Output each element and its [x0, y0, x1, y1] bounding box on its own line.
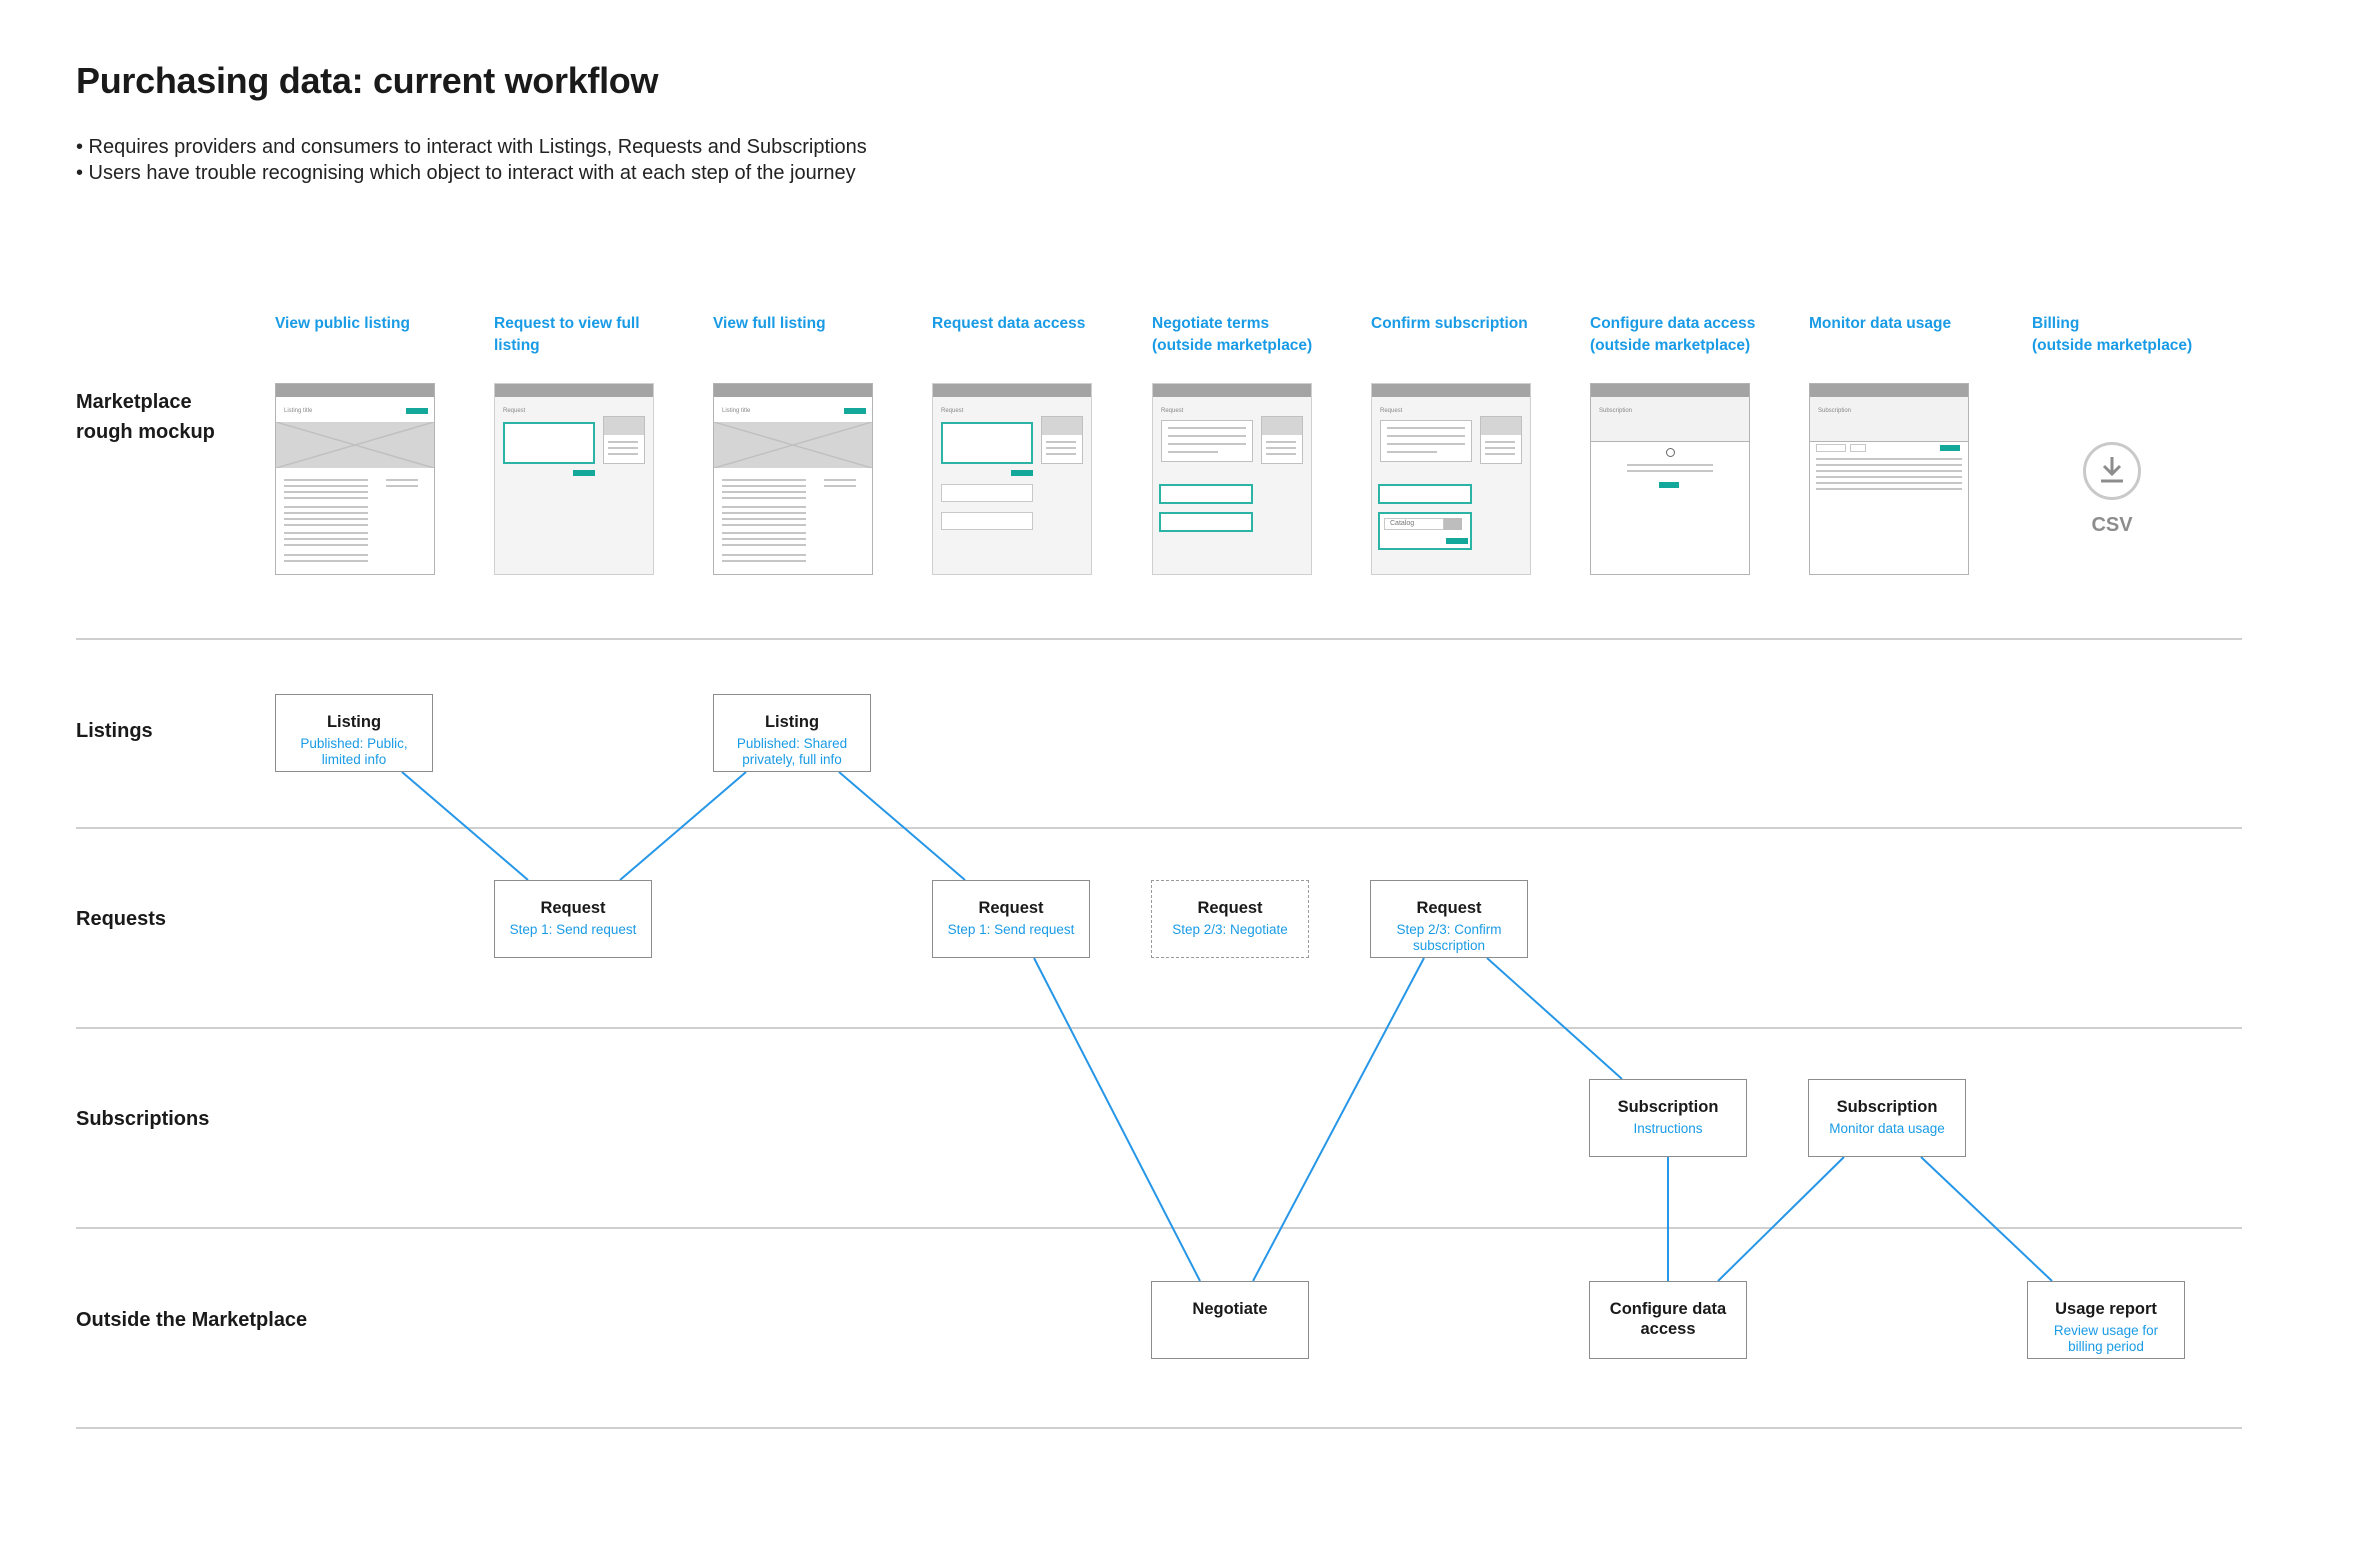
- download-circle: [2083, 442, 2141, 500]
- bullet-item: • Requires providers and consumers to in…: [76, 136, 867, 158]
- mockup-button: [1011, 470, 1033, 476]
- mockup-textbox: [503, 422, 595, 464]
- step-configure-data-access: Configure data access(outside marketplac…: [1590, 315, 1756, 354]
- info-icon: [1666, 448, 1675, 457]
- row-label-subscriptions: Subscriptions: [76, 1108, 210, 1130]
- mockup-label: Listing title: [722, 408, 751, 414]
- step-monitor-data-usage: Monitor data usage: [1809, 315, 1952, 332]
- mockup-button: [1940, 445, 1960, 451]
- mockup-negotiate-terms: Request: [1152, 383, 1312, 575]
- request-negotiate-node: Request Step 2/3: Negotiate: [1151, 880, 1309, 958]
- image-placeholder-icon: [714, 422, 872, 468]
- mockup-label: Request: [1380, 408, 1403, 414]
- mockup-label: Catalog: [1390, 520, 1415, 527]
- connector-line: [1252, 957, 1425, 1282]
- mockup-button: [1659, 482, 1679, 488]
- connector-line: [401, 771, 529, 881]
- mockup-textbox: [1159, 484, 1253, 504]
- mockup-button: [573, 470, 595, 476]
- request-confirm-node: Request Step 2/3: Confirm subscription: [1370, 880, 1528, 958]
- connector-line: [1920, 1156, 2053, 1282]
- step-negotiate-terms: Negotiate terms(outside marketplace): [1152, 315, 1313, 354]
- mockup-header-bar: [1372, 384, 1530, 397]
- request-send-node: Request Step 1: Send request: [932, 880, 1090, 958]
- mockup-confirm-subscription: Request Catalog: [1371, 383, 1531, 575]
- csv-label: CSV: [2091, 514, 2133, 536]
- listing-shared-node: Listing Published: Shared privately, ful…: [713, 694, 871, 772]
- mockup-field: [941, 512, 1033, 530]
- step-view-public-listing: View public listing: [275, 315, 410, 332]
- mockup-monitor-data-usage: Subscription: [1809, 383, 1969, 575]
- connector-line: [1486, 957, 1623, 1080]
- page-title: Purchasing data: current workflow: [76, 60, 659, 101]
- mockup-label: Request: [1161, 408, 1184, 414]
- listing-public-node: Listing Published: Public, limited info: [275, 694, 433, 772]
- bullet-item: • Users have trouble recognising which o…: [76, 162, 856, 184]
- mockup-label: Subscription: [1818, 408, 1852, 414]
- bullet-list: • Requires providers and consumers to in…: [76, 134, 867, 186]
- row-divider: [76, 1427, 2242, 1429]
- row-label-listings: Listings: [76, 720, 153, 742]
- request-send-node: Request Step 1: Send request: [494, 880, 652, 958]
- mockup-label: Subscription: [1599, 408, 1633, 414]
- image-placeholder-icon: [276, 422, 434, 468]
- mockup-header-bar: [1591, 384, 1749, 397]
- mockup-header-bar: [714, 384, 872, 397]
- mockup-request-full-listing: Request: [494, 383, 654, 575]
- subscription-instructions-node: Subscription Instructions: [1589, 1079, 1747, 1157]
- mockup-public-listing: Listing title: [275, 383, 435, 575]
- mockup-full-listing: Listing title: [713, 383, 873, 575]
- mockup-card: [1480, 416, 1522, 464]
- step-request-data-access: Request data access: [932, 315, 1086, 332]
- mockup-card: [1041, 416, 1083, 464]
- mockup-configure-data-access: Subscription: [1590, 383, 1750, 575]
- mockup-subheader: [1810, 397, 1968, 442]
- mockup-textbox: [1159, 512, 1253, 532]
- mockup-label: Request: [503, 408, 526, 414]
- row-divider: [76, 827, 2242, 829]
- step-confirm-subscription: Confirm subscription: [1371, 315, 1528, 332]
- row-divider: [76, 1027, 2242, 1029]
- mockup-header-bar: [276, 384, 434, 397]
- configure-data-access-node: Configure data access: [1589, 1281, 1747, 1359]
- mockup-card: [603, 416, 645, 464]
- mockup-button: [844, 408, 866, 414]
- step-billing: Billing(outside marketplace): [2032, 315, 2193, 354]
- subscription-monitor-node: Subscription Monitor data usage: [1808, 1079, 1966, 1157]
- mockup-header-bar: [495, 384, 653, 397]
- mockup-request-data-access: Request: [932, 383, 1092, 575]
- mockup-header-bar: [933, 384, 1091, 397]
- usage-report-node: Usage report Review usage for billing pe…: [2027, 1281, 2185, 1359]
- download-icon: [2101, 457, 2123, 483]
- mockup-card: [1161, 420, 1253, 462]
- mockup-label: Listing title: [284, 408, 313, 414]
- mockup-catalog-box: Catalog: [1378, 512, 1472, 550]
- mockup-field: [941, 484, 1033, 502]
- connector-line: [838, 771, 966, 881]
- step-view-full-listing: View full listing: [713, 315, 826, 332]
- mockup-label: Request: [941, 408, 964, 414]
- mockup-subheader: [1591, 397, 1749, 442]
- csv-download: CSV: [2083, 442, 2143, 542]
- row-label-requests: Requests: [76, 908, 167, 930]
- mockup-textbox: [1378, 484, 1472, 504]
- negotiate-node: Negotiate: [1151, 1281, 1309, 1359]
- row-divider: [76, 1227, 2242, 1229]
- connector-line: [619, 771, 747, 881]
- connector-line: [1717, 1156, 1845, 1282]
- mockup-button: [406, 408, 428, 414]
- connector-line: [1033, 957, 1201, 1282]
- mockup-textbox: [941, 422, 1033, 464]
- row-label-outside: Outside the Marketplace: [76, 1309, 308, 1331]
- mockup-header-bar: [1810, 384, 1968, 397]
- row-divider: [76, 638, 2242, 640]
- mockup-header-bar: [1153, 384, 1311, 397]
- mockup-card: [1261, 416, 1303, 464]
- mockup-card: [1380, 420, 1472, 462]
